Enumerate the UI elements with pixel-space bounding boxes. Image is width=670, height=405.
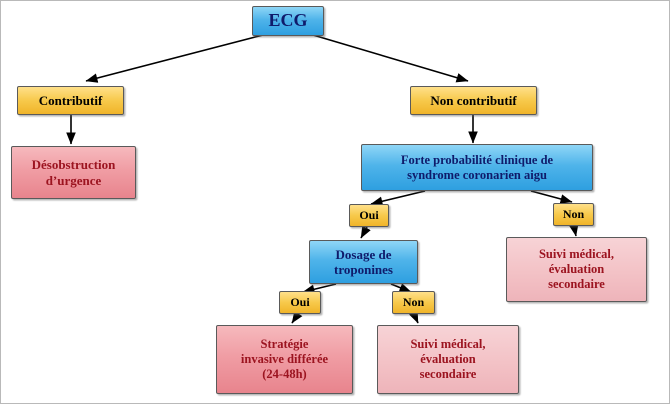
node-non-contributif[interactable]: Non contributif [410,86,537,115]
node-ecg[interactable]: ECG [252,6,324,36]
node-non-1[interactable]: Non [553,203,594,226]
edge-oui1-dosage [360,225,371,239]
node-suivi-medical-2[interactable]: Suivi médical, évaluation secondaire [377,325,519,394]
node-strategie-invasive[interactable]: Stratégie invasive différée (24-48h) [216,325,353,394]
node-dosage-troponines[interactable]: Dosage de troponines [309,240,418,284]
edge-non2-suivi2 [408,310,419,324]
edge-forte-oui1 [370,190,426,206]
node-forte-probabilite[interactable]: Forte probabilité clinique de syndrome c… [361,144,593,191]
node-desobstruction[interactable]: Désobstruction d’urgence [11,146,136,199]
node-contributif[interactable]: Contributif [17,86,124,115]
node-oui-2[interactable]: Oui [279,291,321,314]
edge-non1-suivi1 [569,223,579,237]
edge-forte-non1 [530,190,573,204]
node-oui-1[interactable]: Oui [349,204,389,227]
edge-ecg-noncontributif [312,34,469,83]
node-suivi-medical-1[interactable]: Suivi médical, évaluation secondaire [506,237,647,302]
edge-ecg-contributif [85,34,264,83]
node-non-2[interactable]: Non [392,291,435,314]
edge-oui2-strategie [291,310,303,324]
